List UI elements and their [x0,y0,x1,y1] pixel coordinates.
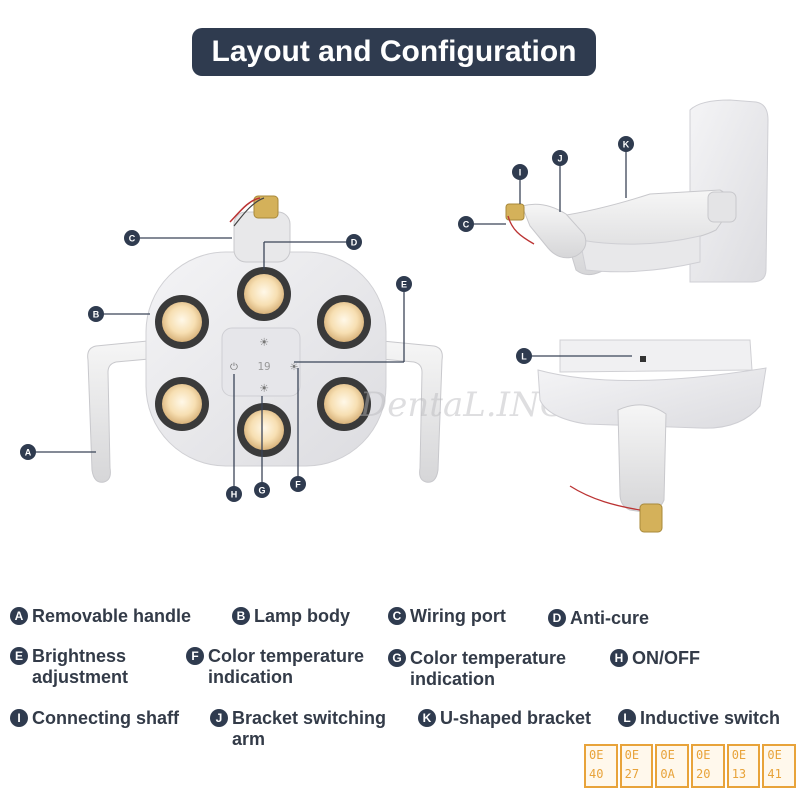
callout-c: C [124,230,140,246]
legend-text: Removable handle [32,606,192,626]
stamp-cell: 0E 41 [762,744,797,788]
legend-text: ON/OFF [632,648,700,668]
legend-badge: F [186,647,204,665]
svg-text:H: H [231,490,238,500]
legend-badge: J [210,709,228,727]
legend-item-i: I Connecting shaff [10,708,179,729]
legend-item-k: K U-shaped bracket [418,708,591,729]
callout-j: J [552,150,568,166]
legend-badge: E [10,647,28,665]
svg-text:L: L [521,352,527,362]
legend-item-c: C Wiring port [388,606,506,627]
legend-badge: L [618,709,636,727]
callout-k: K [618,136,634,152]
svg-text:☀: ☀ [259,336,269,349]
lamp-side-view [505,99,769,283]
legend-badge: G [388,649,406,667]
bracket-switching-arm-shape [521,203,587,259]
stamp-cell: 0E 0A [655,744,690,788]
callout-l: L [516,348,532,364]
encoding-stamp: 0E 40 0E 27 0E 0A 0E 20 0E 13 0E 41 [584,744,798,788]
svg-text:☀: ☀ [290,362,299,373]
legend-text: Bracket switching arm [232,708,387,749]
legend-item-b: B Lamp body [232,606,350,627]
legend-text: Brightness adjustment [32,646,129,687]
watermark: DentaL.ING [359,385,567,425]
svg-text:A: A [25,448,32,458]
svg-text:☀: ☀ [259,382,269,395]
left-handle [87,339,161,483]
svg-text:C: C [463,220,470,230]
legend-text: Connecting shaff [32,708,179,728]
display-readout: 19 [257,360,270,373]
legend-item-g: G Color temperature indication [388,648,584,690]
legend-badge: K [418,709,436,727]
callout-h: H [226,486,242,502]
legend-badge: A [10,607,28,625]
legend-item-a: A Removable handle [10,606,191,627]
stamp-cell: 0E 13 [726,744,761,788]
legend-text: Inductive switch [640,708,781,728]
callout-e: E [396,276,412,292]
callout-i: I [512,164,528,180]
callout-g: G [254,482,270,498]
legend-item-l: L Inductive switch [618,708,780,729]
callout-f: F [290,476,306,492]
legend-text: Color temperature indication [208,646,365,687]
svg-text:K: K [623,140,630,150]
callout-d: D [346,234,362,250]
legend-badge: I [10,709,28,727]
led-array [155,267,371,457]
legend-item-d: D Anti-cure [548,608,649,629]
legend-text: Anti-cure [570,608,650,628]
page-title: Layout and Configuration [192,28,596,76]
legend-badge: H [610,649,628,667]
svg-text:G: G [258,486,265,496]
legend-text: U-shaped bracket [440,708,592,728]
legend-item-e: E Brightness adjustment [10,646,170,688]
legend-item-h: H ON/OFF [610,648,700,669]
stamp-cell: 0E 27 [619,744,654,788]
callout-c-side: C [458,216,474,232]
svg-text:E: E [401,280,407,290]
svg-text:D: D [351,238,358,248]
legend-text: Lamp body [254,606,351,626]
lamp-front-view: ☀ 19 ⏻ ☀ ☀ [87,195,443,483]
svg-text:J: J [557,154,562,164]
stamp-cell: 0E 40 [584,744,618,788]
stamp-cell: 0E 20 [691,744,725,788]
lamp-illustration: ☀ 19 ⏻ ☀ ☀ DentaL.ING [20,99,769,533]
legend-item-f: F Color temperature indication [186,646,382,688]
legend-item-j: J Bracket switching arm [210,708,402,750]
legend-text: Wiring port [410,606,506,626]
svg-text:F: F [295,480,301,490]
svg-text:C: C [129,234,136,244]
legend-text: Color temperature indication [410,648,567,689]
callout-b: B [88,306,104,322]
lamp-bottom-view [537,339,767,533]
legend-badge: C [388,607,406,625]
callout-lines [36,150,632,490]
callout-a: A [20,444,36,460]
svg-text:B: B [93,310,100,320]
legend-badge: B [232,607,250,625]
svg-text:⏻: ⏻ [230,362,238,373]
right-handle [369,339,443,483]
legend-badge: D [548,609,566,627]
svg-text:I: I [519,168,522,178]
wiring-port [233,211,291,263]
